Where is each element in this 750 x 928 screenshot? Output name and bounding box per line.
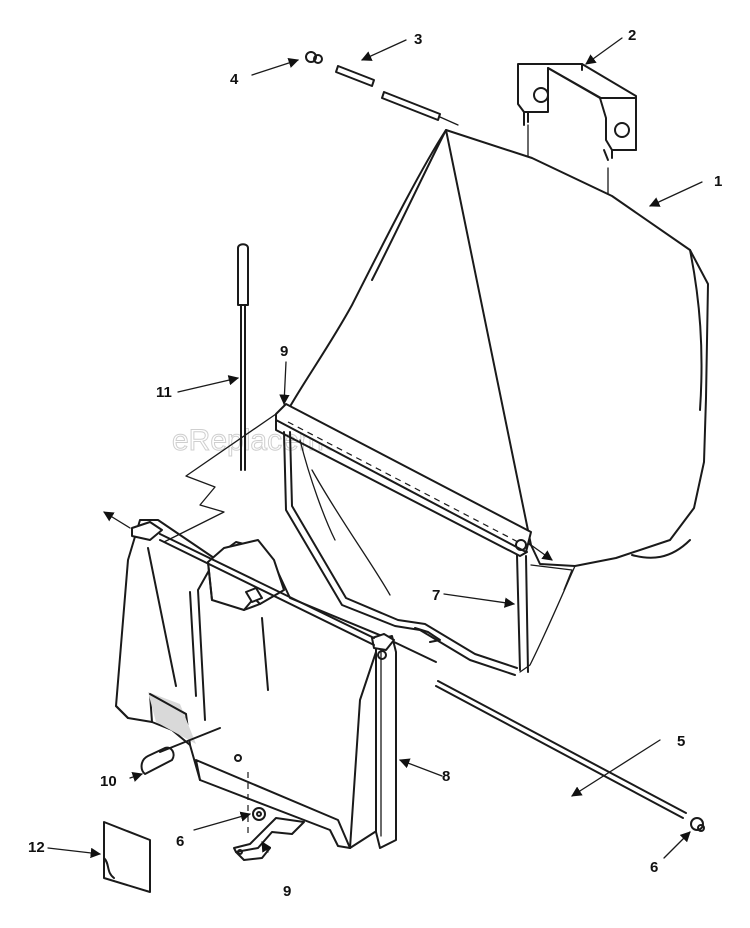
part-long-rod (435, 680, 705, 832)
part-handle-rod (237, 243, 249, 471)
callout-10: 10 (100, 773, 117, 790)
callout-11: 11 (156, 384, 172, 401)
part-clip-and-pins (305, 51, 459, 126)
part-frame (275, 403, 532, 676)
callout-9-upper: 9 (280, 343, 288, 360)
callout-9-lower: 9 (283, 883, 291, 900)
callout-labels: 1 2 3 4 5 6 6 7 8 9 9 10 11 12 (28, 27, 722, 900)
callout-5: 5 (677, 733, 685, 750)
callout-12: 12 (28, 839, 45, 856)
callout-3: 3 (414, 31, 422, 48)
part-hardware (140, 727, 305, 861)
part-grass-bag (287, 129, 709, 673)
callout-7: 7 (432, 587, 440, 604)
part-discharge-chute (115, 519, 437, 849)
callout-8: 8 (442, 768, 450, 785)
leader-arrows (47, 37, 703, 859)
callout-4: 4 (230, 71, 239, 88)
part-bracket (517, 63, 637, 201)
callout-2: 2 (628, 27, 636, 44)
projection-outline (163, 413, 573, 591)
part-decal (103, 821, 151, 893)
callout-6-right: 6 (650, 859, 658, 876)
callout-1: 1 (714, 173, 722, 190)
callout-6-lower-left: 6 (176, 833, 184, 850)
